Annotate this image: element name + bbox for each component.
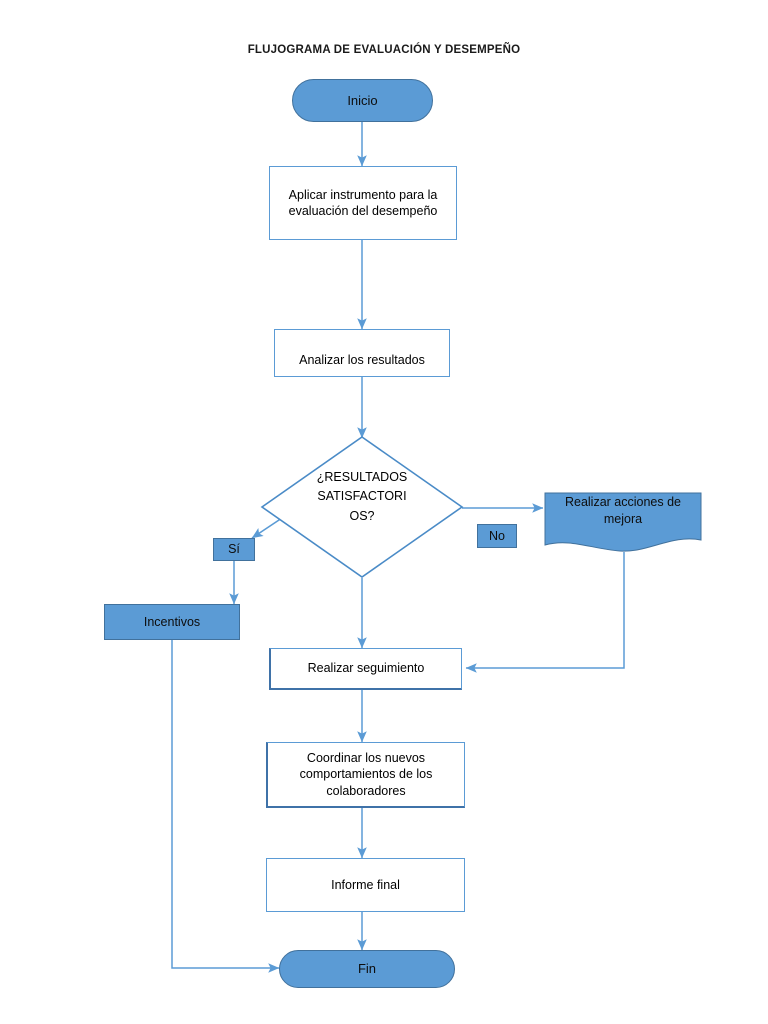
text-line-1: Coordinar los nuevos [306,750,426,765]
text-line-3: OS? [349,508,375,523]
node-analizar-resultados[interactable]: Analizar los resultados [274,329,450,377]
node-informe-final[interactable]: Informe final [266,858,465,912]
text-line-2: mejora [603,511,643,526]
node-label-si[interactable]: Sí [213,538,255,561]
text-line-2: comportamientos de los [299,767,433,782]
node-fin-label: Fin [357,961,377,977]
page-title: FLUJOGRAMA DE EVALUACIÓN Y DESEMPEÑO [247,44,521,56]
node-inicio[interactable]: Inicio [292,79,433,122]
node-decision-text: ¿RESULTADOS SATISFACTORI OS? [292,468,432,526]
node-coordinar-comportamientos[interactable]: Coordinar los nuevos comportamientos de … [266,742,465,808]
node-label-no[interactable]: No [477,524,517,548]
text-line-1: Realizar acciones de [564,495,682,509]
node-analizar-resultados-label: Analizar los resultados [299,352,425,367]
node-realizar-seguimiento-label: Realizar seguimiento [307,661,425,676]
node-aplicar-instrumento[interactable]: Aplicar instrumento para la evaluación d… [269,166,457,240]
node-label-si-text: Sí [228,542,240,557]
node-incentivos-label: Incentivos [143,614,201,629]
node-inicio-label: Inicio [347,92,378,108]
text-line-2: SATISFACTORI [317,489,407,504]
node-acciones-mejora-text: Realizar acciones de mejora [545,494,701,528]
edge-incentives-to-end [171,640,280,973]
node-label-no-text: No [489,528,505,543]
node-incentivos[interactable]: Incentivos [104,604,240,640]
text-line-1: ¿RESULTADOS [316,470,408,484]
node-aplicar-instrumento-text: Aplicar instrumento para la evaluación d… [289,187,438,220]
node-informe-final-label: Informe final [331,877,400,892]
text-line-1: Aplicar instrumento para la [288,187,438,202]
node-realizar-seguimiento[interactable]: Realizar seguimiento [269,648,462,690]
node-fin[interactable]: Fin [279,950,455,988]
node-coordinar-comportamientos-text: Coordinar los nuevos comportamientos de … [300,750,433,800]
edge-improvement-to-followup [465,552,625,673]
text-line-2: evaluación del desempeño [288,204,438,218]
text-line-3: colaboradores [326,783,406,798]
